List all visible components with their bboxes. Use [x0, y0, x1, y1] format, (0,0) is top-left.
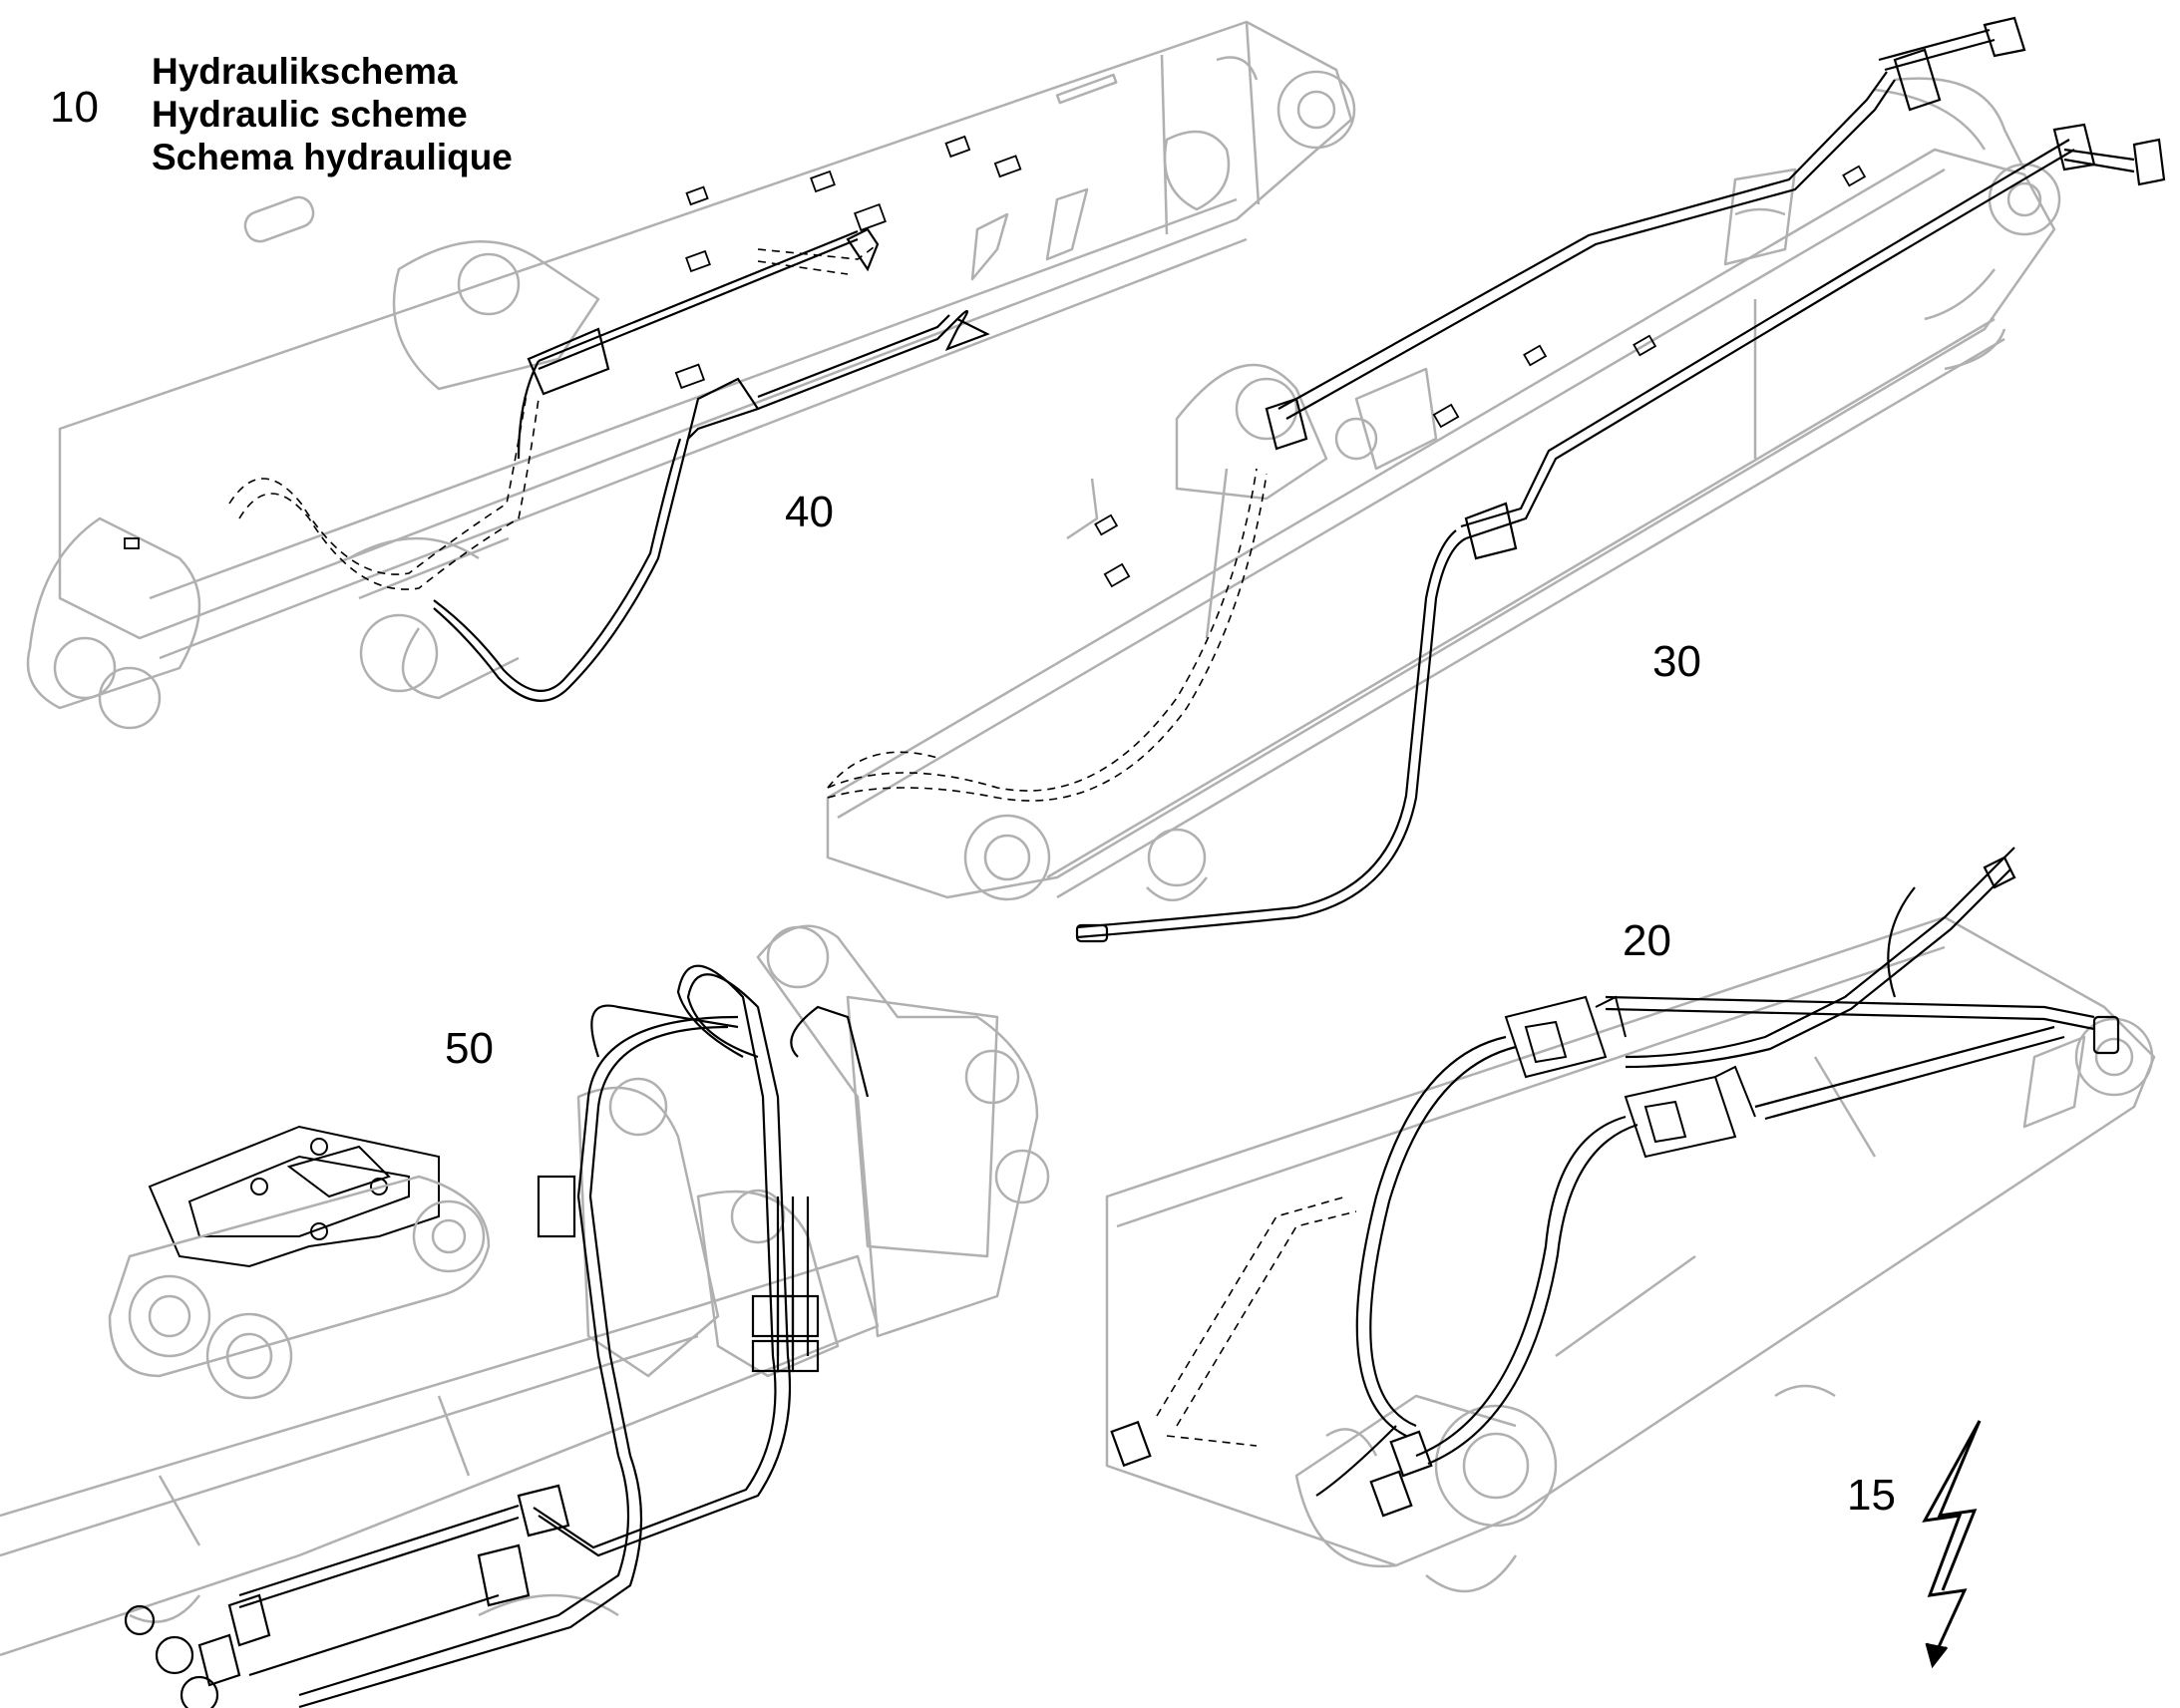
boom-20-internal-hoses: [1156, 1196, 1357, 1447]
arm-50-hoses: [124, 964, 870, 1708]
boom-30-weld-pads: [1094, 165, 1867, 588]
callout-30: 30: [1652, 637, 1701, 686]
detail-link-50: [108, 1175, 491, 1400]
boom-30-hoses: [1075, 16, 2166, 943]
callout-40: 40: [785, 488, 834, 536]
boom-40-internal-hoses: [228, 243, 879, 590]
detail-part-50: [148, 1125, 440, 1268]
lightning-bolt-arrow-icon: [1922, 1420, 1982, 1669]
boom-assembly-30: [826, 77, 2061, 902]
boom-30-internal-hoses: [827, 468, 1268, 802]
title-french: Schema hydraulique: [152, 137, 513, 177]
callout-50: 50: [445, 1024, 494, 1073]
callout-10: 10: [50, 83, 99, 132]
title-german: Hydraulikschema: [152, 51, 458, 92]
arm-assembly-50: [0, 924, 1050, 1657]
drawing-title: Hydraulikschema Hydraulic scheme Schema …: [152, 50, 513, 178]
boom-40-weld-pads: [124, 135, 1022, 549]
title-english: Hydraulic scheme: [152, 94, 468, 135]
callout-20: 20: [1623, 916, 1671, 965]
boom-assembly-40: [26, 20, 1356, 730]
callout-15: 15: [1847, 1471, 1896, 1520]
boom-20-hoses: [1110, 847, 2120, 1518]
boom-assembly-20: [1105, 915, 2156, 1593]
boom-40-hoses: [433, 227, 990, 702]
